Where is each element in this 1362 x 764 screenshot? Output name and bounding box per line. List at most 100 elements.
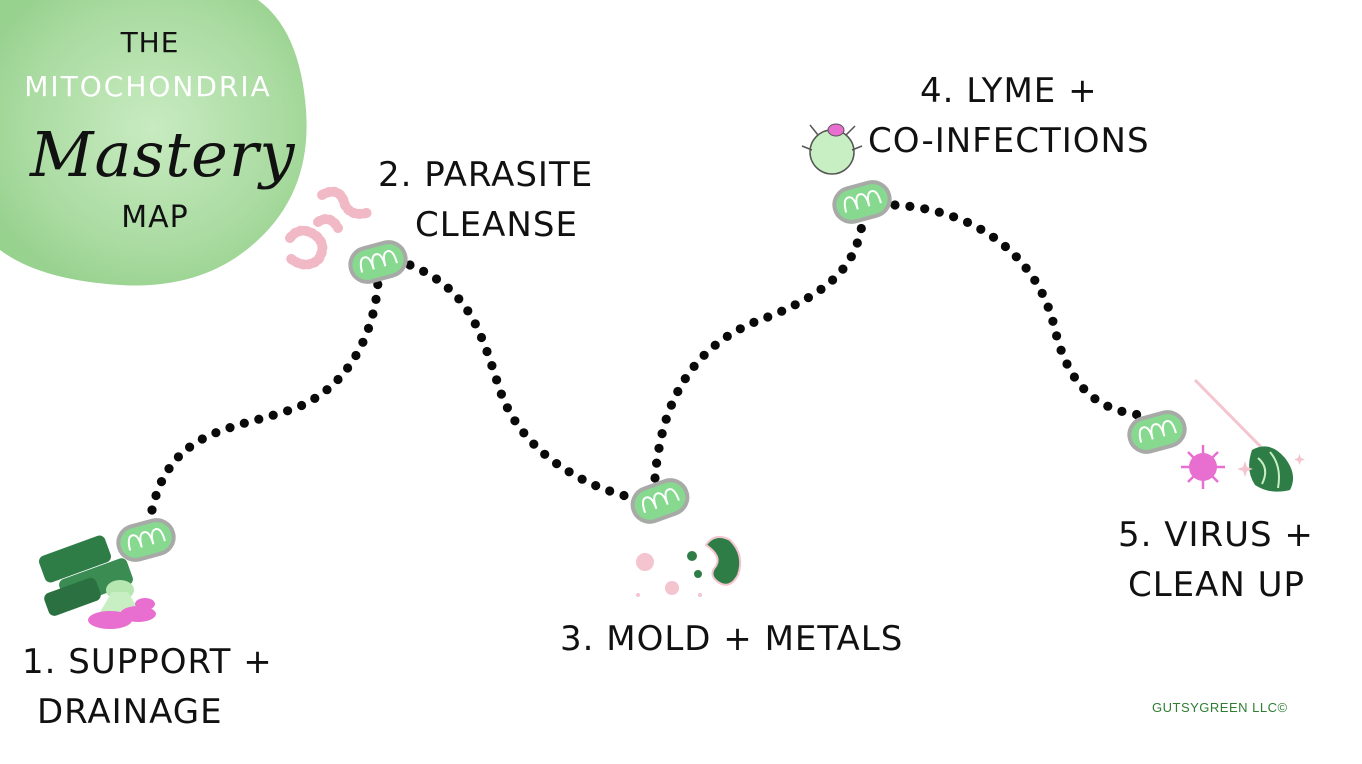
path-dot	[803, 293, 814, 303]
path-dot	[225, 423, 235, 433]
title-line-mastery: Mastery	[30, 118, 296, 191]
path-dot	[492, 375, 502, 385]
path-dot	[164, 464, 174, 474]
path-dot	[454, 294, 464, 304]
path-dot	[710, 340, 720, 350]
path-dot	[358, 337, 368, 347]
path-dot	[443, 283, 453, 293]
step-2-line-1: 2. PARASITE	[378, 155, 594, 195]
step-1-line-1: 1. SUPPORT +	[22, 642, 273, 682]
path-dot	[1000, 241, 1011, 252]
path-dot	[502, 403, 512, 413]
path-dot	[856, 223, 866, 234]
path-dot	[976, 224, 986, 234]
path-dot	[496, 389, 506, 399]
dotted-path	[147, 200, 1142, 515]
copyright-text: GUTSYGREEN LLC©	[1152, 700, 1288, 715]
path-dot	[689, 361, 699, 371]
path-dot	[828, 275, 838, 285]
path-dot	[173, 452, 183, 462]
path-dot	[419, 266, 429, 276]
sparkle-icons	[1237, 454, 1305, 477]
path-dot	[283, 406, 293, 416]
path-dot	[890, 200, 900, 210]
title-blob	[0, 0, 307, 286]
path-dot	[816, 284, 826, 294]
path-dot	[650, 473, 660, 483]
step-5-line-2: CLEAN UP	[1128, 565, 1306, 605]
path-dot	[1117, 406, 1127, 416]
path-dot	[654, 443, 664, 453]
title-line-mitochondria: MITOCHONDRIA	[24, 70, 272, 103]
path-dot	[846, 252, 856, 262]
tick-icon	[801, 123, 863, 175]
path-dot	[591, 481, 601, 491]
path-dot	[934, 207, 944, 217]
drainage-pipes-icon	[39, 535, 156, 629]
path-dot	[363, 323, 374, 333]
path-dot	[343, 363, 353, 373]
path-dot	[552, 459, 562, 469]
path-dot	[1103, 401, 1113, 411]
path-dot	[661, 414, 671, 424]
path-dot	[322, 385, 332, 395]
path-dot	[763, 312, 773, 322]
path-dot	[722, 331, 732, 341]
path-dot	[147, 505, 157, 515]
step-4-label: 4. LYME + CO-INFECTIONS	[868, 66, 1150, 166]
path-dot	[151, 490, 161, 501]
path-dot	[673, 386, 683, 397]
path-dot	[657, 429, 667, 439]
path-dot	[564, 467, 574, 477]
path-dot	[1056, 345, 1066, 355]
broom-icon	[1193, 378, 1294, 492]
path-dot	[1021, 263, 1031, 273]
path-dot	[519, 428, 529, 438]
mitochondrion-icon-3	[625, 473, 695, 529]
step-3-label: 3. MOLD + METALS	[560, 614, 903, 664]
path-dot	[1048, 316, 1058, 326]
path-dot	[1079, 384, 1089, 394]
path-dot	[852, 238, 862, 248]
step-4-line-2: CO-INFECTIONS	[868, 121, 1150, 161]
path-dot	[905, 201, 915, 211]
step-3-line-1: 3. MOLD + METALS	[560, 619, 904, 659]
path-dot	[962, 217, 973, 227]
path-dot	[310, 393, 320, 403]
step-2-line-2: CLEANSE	[415, 205, 578, 245]
title-line-the: THE	[120, 26, 180, 59]
path-dot	[1090, 394, 1100, 404]
path-dot	[790, 300, 800, 310]
path-dot	[351, 350, 361, 361]
path-dot	[431, 274, 442, 284]
step-1-label: 1. SUPPORT + DRAINAGE	[22, 637, 273, 737]
path-dot	[1069, 372, 1079, 382]
path-dot	[680, 374, 690, 384]
title-line-map: MAP	[121, 200, 189, 235]
path-dot	[1030, 275, 1040, 285]
path-dot	[239, 418, 249, 428]
path-dot	[777, 306, 787, 316]
path-dot	[735, 324, 745, 334]
path-dot	[540, 449, 550, 459]
path-dot	[405, 260, 415, 270]
path-dot	[463, 306, 473, 316]
path-dot	[666, 400, 677, 410]
path-dot	[619, 490, 629, 501]
path-dot	[211, 428, 221, 438]
step-1-line-2: DRAINAGE	[37, 692, 223, 732]
path-dot	[156, 477, 167, 487]
path-dot	[333, 374, 343, 385]
path-dot	[371, 294, 381, 304]
parasite-icon	[285, 186, 375, 270]
mold-metals-icon	[636, 535, 742, 597]
path-dot	[652, 458, 662, 468]
path-dot	[949, 212, 959, 222]
path-dot	[605, 486, 615, 496]
path-dot	[988, 232, 999, 242]
path-dot	[297, 400, 307, 411]
path-dot	[185, 442, 195, 452]
mitochondrion-icon-4	[828, 176, 896, 228]
path-dot	[482, 346, 492, 357]
virus-icon	[1181, 445, 1225, 489]
